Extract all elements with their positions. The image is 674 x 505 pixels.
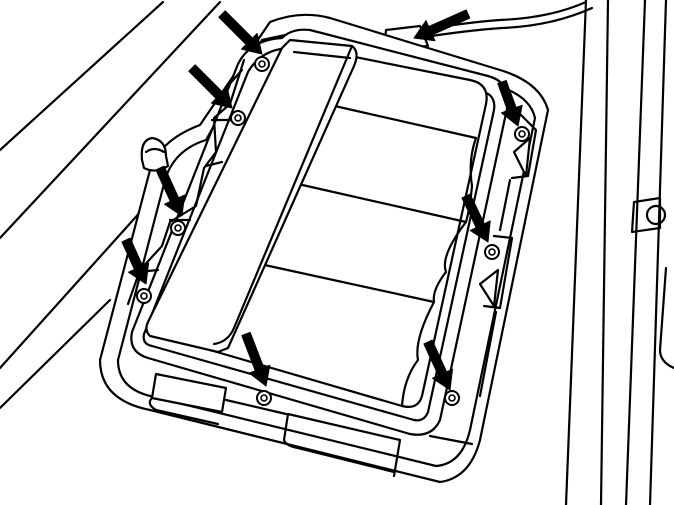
left-post xyxy=(140,136,170,172)
chassis-lines-right xyxy=(564,0,674,505)
screw-icon xyxy=(444,390,460,406)
chassis-lines-left xyxy=(0,0,270,410)
arrow-icon xyxy=(218,10,263,55)
arrow-group xyxy=(121,9,523,391)
arrow-icon xyxy=(497,80,523,127)
screw-icon xyxy=(256,390,272,406)
screw-icon xyxy=(136,288,152,304)
cable xyxy=(382,0,594,52)
arrow-icon xyxy=(413,9,471,42)
arrow-icon xyxy=(461,193,491,243)
latch-circle xyxy=(645,204,667,226)
arrow-icon xyxy=(423,339,453,391)
screw-group xyxy=(136,56,530,406)
right-rail xyxy=(478,108,538,398)
arrow-icon xyxy=(121,237,150,285)
bottom-lip xyxy=(148,372,474,478)
screw-icon xyxy=(254,56,270,72)
cover-strip xyxy=(145,38,358,354)
arrow-icon xyxy=(188,64,233,109)
arrow-icon xyxy=(241,331,271,387)
screw-icon xyxy=(170,220,186,236)
arrow-icon xyxy=(155,165,185,217)
screw-icon xyxy=(230,110,246,126)
screw-icon xyxy=(484,244,500,260)
screw-icon xyxy=(514,126,530,142)
